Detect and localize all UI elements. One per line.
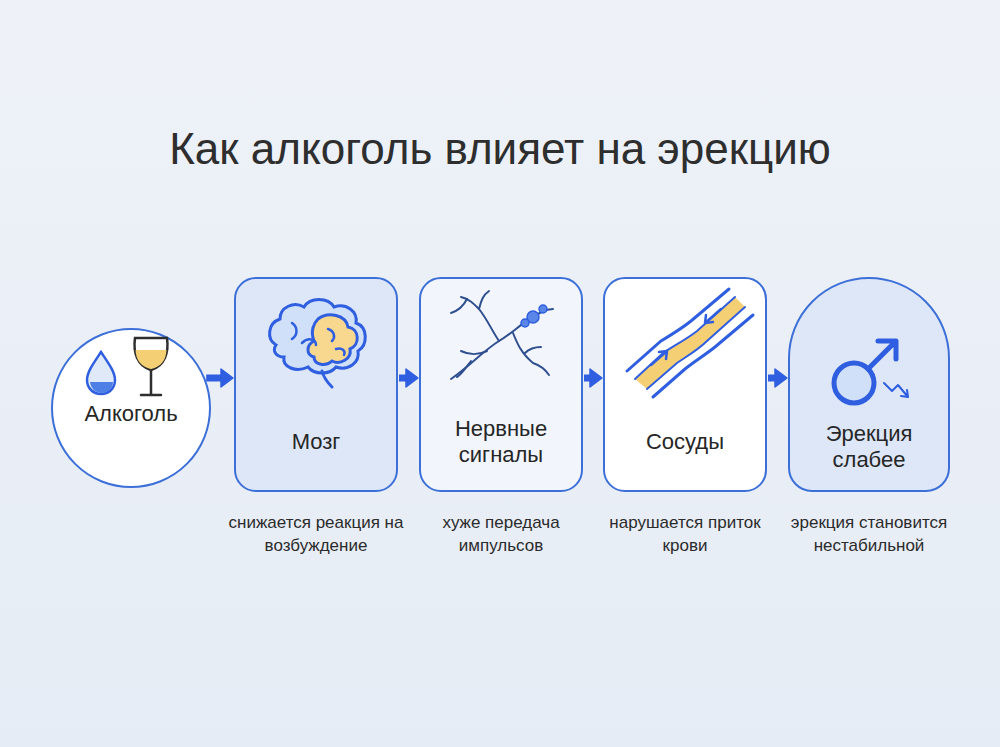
flow-arrow: [768, 369, 787, 387]
process-box: Сосудынарушается приток крови: [603, 277, 767, 492]
node-description: эрекция становится нестабильной: [776, 512, 962, 558]
node-label: Алкоголь: [78, 401, 183, 427]
male-symbol-icon: [790, 279, 952, 419]
node-label: Мозг: [286, 429, 347, 455]
node-label-wrap: Нервные сигналы: [421, 416, 581, 469]
flow-arrow: [399, 369, 418, 387]
node-label: Эрекция слабее: [790, 421, 948, 474]
process-box: Мозгснижается реакция на возбуждение: [234, 277, 398, 492]
node-label-wrap: Эрекция слабее: [790, 421, 948, 474]
arrow-head: [590, 369, 602, 387]
node-description: хуже передача импульсов: [407, 512, 595, 558]
process-box: Нервные сигналыхуже передача импульсов: [419, 277, 583, 492]
node-label: Нервные сигналы: [421, 416, 581, 469]
result-box: Эрекция слабееэрекция становится нестаби…: [788, 277, 950, 492]
nerve-icon: [421, 279, 585, 409]
arrow-head: [775, 369, 787, 387]
node-label-wrap: Мозг: [236, 429, 396, 455]
node-label-wrap: Сосуды: [605, 429, 765, 455]
node-label-wrap: Алкоголь: [53, 401, 209, 427]
start-circle: Алкоголь: [51, 328, 211, 488]
vessel-icon: [605, 279, 769, 409]
flow-arrow: [584, 369, 602, 387]
node-description: снижается реакция на возбуждение: [222, 512, 410, 558]
arrow-head: [221, 369, 233, 387]
node-label: Сосуды: [640, 429, 730, 455]
flow-arrow: [206, 369, 233, 387]
node-description: нарушается приток крови: [591, 512, 779, 558]
arrow-head: [406, 369, 418, 387]
brain-icon: [236, 279, 400, 409]
diagram-title: Как алкоголь влияет на эрекцию: [0, 124, 1000, 174]
